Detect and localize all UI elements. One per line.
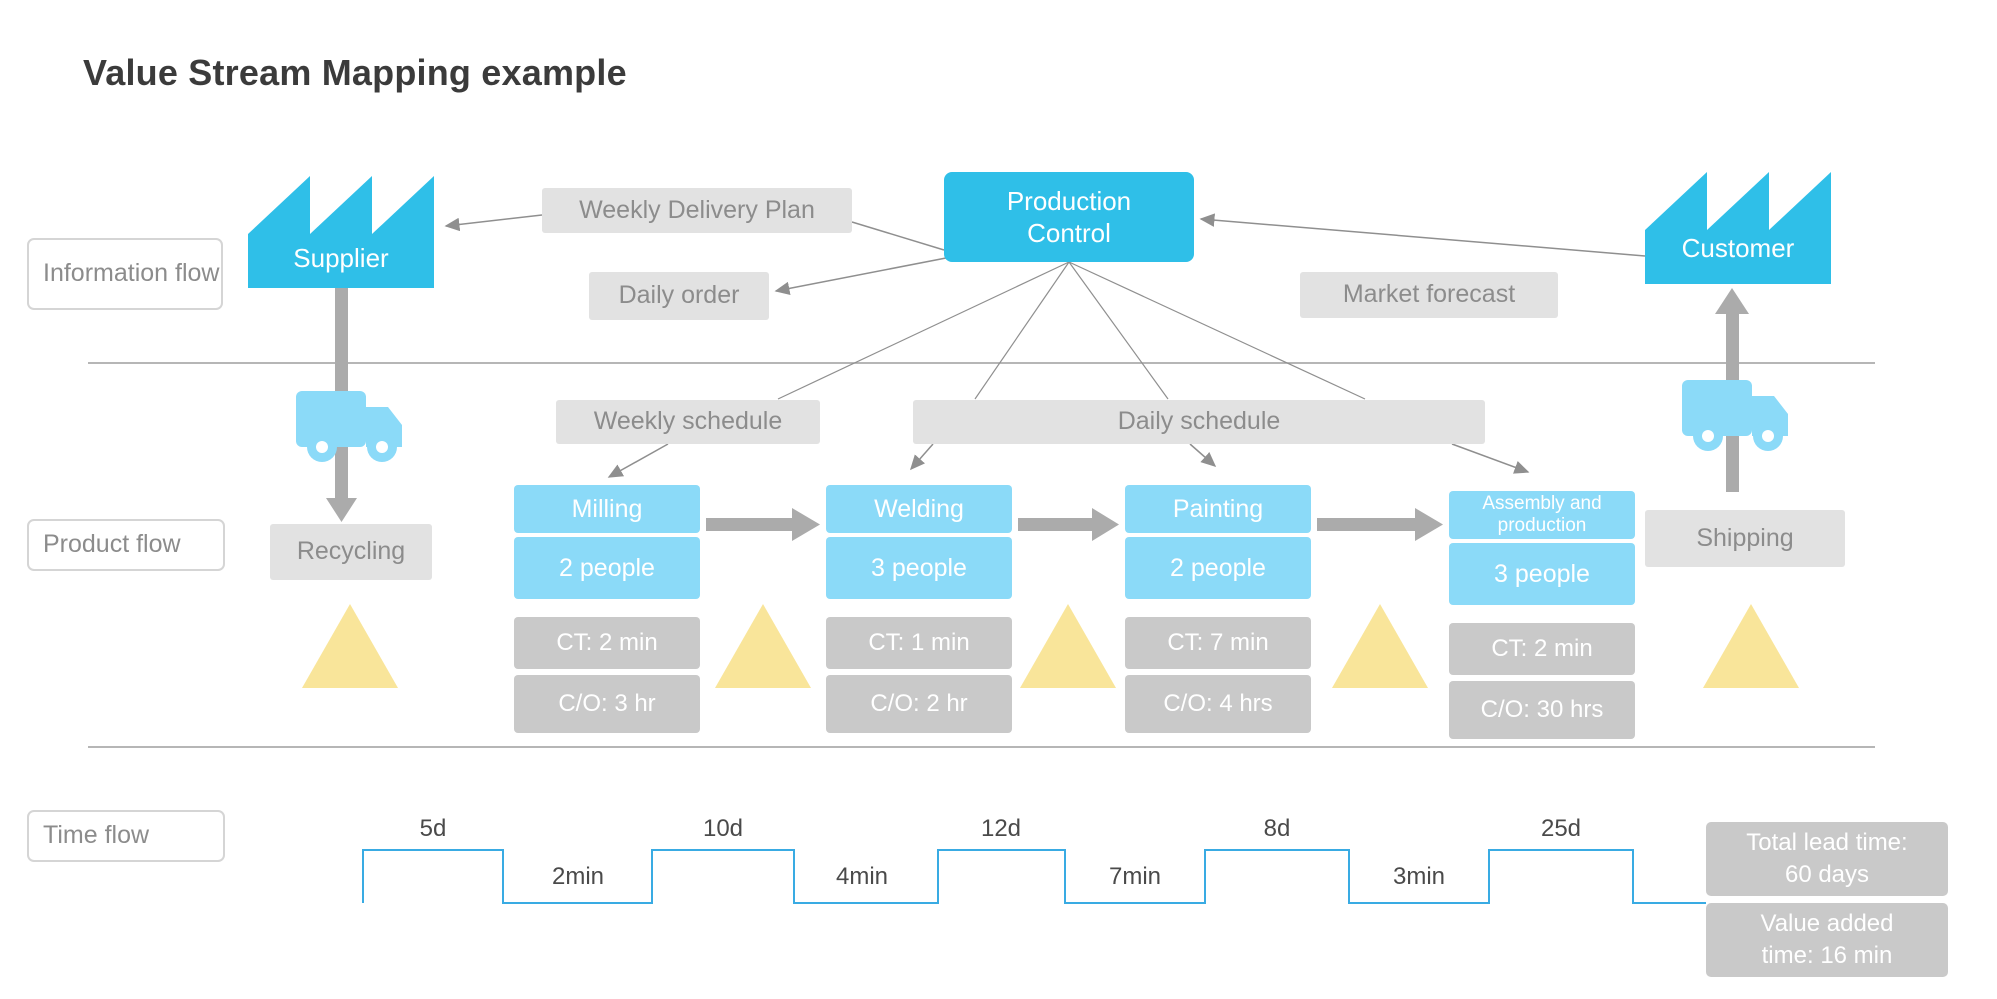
process-cycle-time: CT: 2 min: [1449, 623, 1635, 675]
process-column-assembly: Assembly and production 3 people CT: 2 m…: [1449, 491, 1635, 739]
supplier-factory-icon: [248, 176, 434, 288]
value-added-time-line2: time: 16 min: [1761, 942, 1893, 969]
value-added-time-box: Value added time: 16 min: [1706, 903, 1948, 977]
lead-time-label: 8d: [1263, 815, 1291, 842]
process-time-label: 4min: [835, 863, 889, 890]
lane-label-time-flow: Time flow: [27, 810, 225, 862]
process-column-milling: Milling 2 people CT: 2 min C/O: 3 hr: [514, 485, 700, 733]
timeline-wave: [362, 849, 1706, 904]
process-name: Milling: [514, 485, 700, 533]
daily-schedule-to-assembly-arrow: [1451, 443, 1530, 474]
daily-schedule-to-painting-arrow: [1189, 443, 1217, 467]
weekly-schedule-to-milling-arrow: [607, 443, 669, 478]
inventory-triangle-icon: [1703, 604, 1799, 688]
daily-order-box: Daily order: [589, 272, 769, 320]
customer-label: Customer: [1681, 232, 1795, 263]
total-lead-time-box: Total lead time: 60 days: [1706, 822, 1948, 896]
process-column-painting: Painting 2 people CT: 7 min C/O: 4 hrs: [1125, 485, 1311, 733]
value-added-time-line1: Value added: [1760, 909, 1894, 937]
control-to-weekly-schedule-line: [777, 261, 1070, 400]
process-time-label: 2min: [551, 863, 605, 890]
control-to-plan-line: [851, 221, 945, 251]
market-forecast-box: Market forecast: [1300, 272, 1558, 318]
process-name: Painting: [1125, 485, 1311, 533]
milling-to-welding-arrow: [706, 508, 820, 541]
lead-time-label: 5d: [419, 815, 447, 842]
process-cycle-time: CT: 2 min: [514, 617, 700, 669]
process-time-label: 7min: [1108, 863, 1162, 890]
process-time-label: 3min: [1392, 863, 1446, 890]
weekly-schedule-box: Weekly schedule: [556, 400, 820, 444]
inventory-triangle-icon: [715, 604, 811, 688]
painting-to-assembly-arrow: [1317, 508, 1443, 541]
customer-to-control-arrow: [1199, 213, 1646, 257]
welding-to-painting-arrow: [1018, 508, 1119, 541]
control-to-daily-schedule-line-3: [1068, 261, 1366, 400]
supplier-label: Supplier: [293, 242, 389, 273]
process-column-welding: Welding 3 people CT: 1 min C/O: 2 hr: [826, 485, 1012, 733]
inventory-triangle-icon: [1332, 604, 1428, 688]
shipping-box: Shipping: [1645, 510, 1845, 567]
process-people: 2 people: [1125, 537, 1311, 599]
lead-time-label: 12d: [980, 815, 1022, 842]
control-to-daily-order-arrow: [774, 257, 947, 296]
process-people: 3 people: [1449, 543, 1635, 605]
daily-schedule-to-welding-arrow: [910, 443, 934, 471]
process-people: 3 people: [826, 537, 1012, 599]
process-cycle-time: CT: 1 min: [826, 617, 1012, 669]
process-changeover: C/O: 4 hrs: [1125, 675, 1311, 733]
total-lead-time-line1: Total lead time:: [1746, 828, 1908, 856]
production-control-box: Production Control: [944, 172, 1194, 262]
total-lead-time-line2: 60 days: [1784, 861, 1870, 888]
control-to-daily-schedule-line-1: [974, 261, 1070, 400]
weekly-delivery-plan-box: Weekly Delivery Plan: [542, 188, 852, 233]
process-cycle-time: CT: 7 min: [1125, 617, 1311, 669]
lane-label-product-flow: Product flow: [27, 519, 225, 571]
daily-schedule-box: Daily schedule: [913, 400, 1485, 444]
lane-label-information-flow: Information flow: [27, 238, 223, 310]
inventory-triangle-icon: [1020, 604, 1116, 688]
customer-factory-icon: [1645, 172, 1831, 284]
plan-to-supplier-arrow: [444, 214, 543, 232]
control-to-daily-schedule-line-2: [1068, 261, 1169, 400]
inventory-triangle-icon: [302, 604, 398, 688]
process-name: Assembly and production: [1449, 491, 1635, 539]
supplier-truck-icon: [296, 391, 402, 462]
recycling-box: Recycling: [270, 524, 432, 580]
process-changeover: C/O: 3 hr: [514, 675, 700, 733]
page-title: Value Stream Mapping example: [83, 52, 627, 93]
process-changeover: C/O: 30 hrs: [1449, 681, 1635, 739]
lead-time-label: 25d: [1540, 815, 1582, 842]
process-name: Welding: [826, 485, 1012, 533]
process-changeover: C/O: 2 hr: [826, 675, 1012, 733]
shipping-truck-icon: [1682, 380, 1788, 451]
lead-time-label: 10d: [702, 815, 744, 842]
process-people: 2 people: [514, 537, 700, 599]
